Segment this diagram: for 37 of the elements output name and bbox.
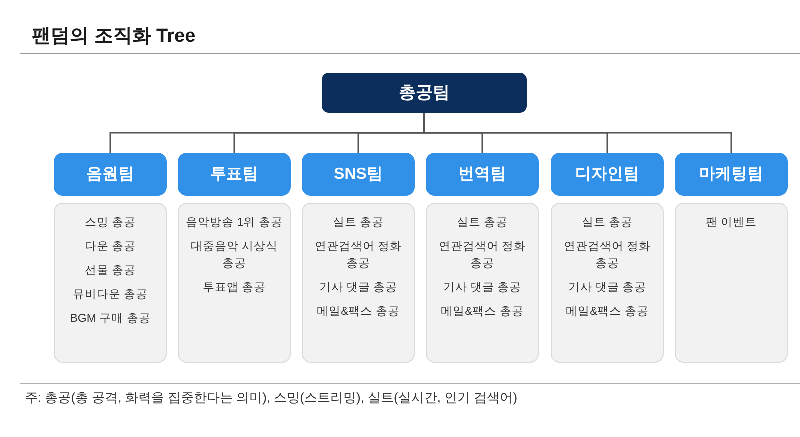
team-header: 음원팀 [54,153,167,196]
team-header: 마케팅팀 [675,153,788,196]
list-item: 기사 댓글 총공 [567,281,648,296]
list-item: 다운 총공 [84,240,138,255]
list-item: 메일&팩스 총공 [565,305,650,320]
list-item: 연관검색어 정화 총공 [314,240,404,272]
list-item: 실트 총공 [456,216,510,231]
list-item: 대중음악 시상식 총공 [190,240,280,272]
task-list-box [178,203,291,363]
list-item: 기사 댓글 총공 [318,281,399,296]
list-item: 메일&팩스 총공 [316,305,401,320]
list-item: 음악방송 1위 총공 [185,216,284,231]
list-item: 선물 총공 [84,264,138,279]
list-item: 실트 총공 [580,216,634,231]
task-list-box [426,203,539,363]
team-header: 투표팀 [178,153,291,196]
list-item: 투표앱 총공 [202,281,268,296]
task-list-box [54,203,167,363]
caption-text: 주: 총공(총 공격, 화력을 집중한다는 의미), 스밍(스트리밍), 실트(실시간, 인기 검색어) [25,389,518,407]
list-item: 연관검색어 정화 총공 [438,240,528,272]
title-text: 팬덤의 조직화 Tree [32,25,196,49]
top-team-box: 총공팀 [322,73,527,113]
list-item: 실트 총공 [332,216,386,231]
list-item: 메일&팩스 총공 [440,305,525,320]
task-list-box [675,203,788,363]
team-header: 디자인팀 [551,153,664,196]
list-item: 팬 이벤트 [704,216,758,231]
task-list-box [551,203,664,363]
task-list-box [302,203,415,363]
list-item: 연관검색어 정화 총공 [562,240,652,272]
list-item: BGM 구매 총공 [69,312,152,327]
list-item: 기사 댓글 총공 [442,281,523,296]
list-item: 스밍 총공 [84,216,138,231]
list-item: 뮤비다운 총공 [72,288,150,303]
team-header: SNS팀 [302,153,415,196]
team-header: 번역팀 [426,153,539,196]
connector-line [424,113,732,153]
